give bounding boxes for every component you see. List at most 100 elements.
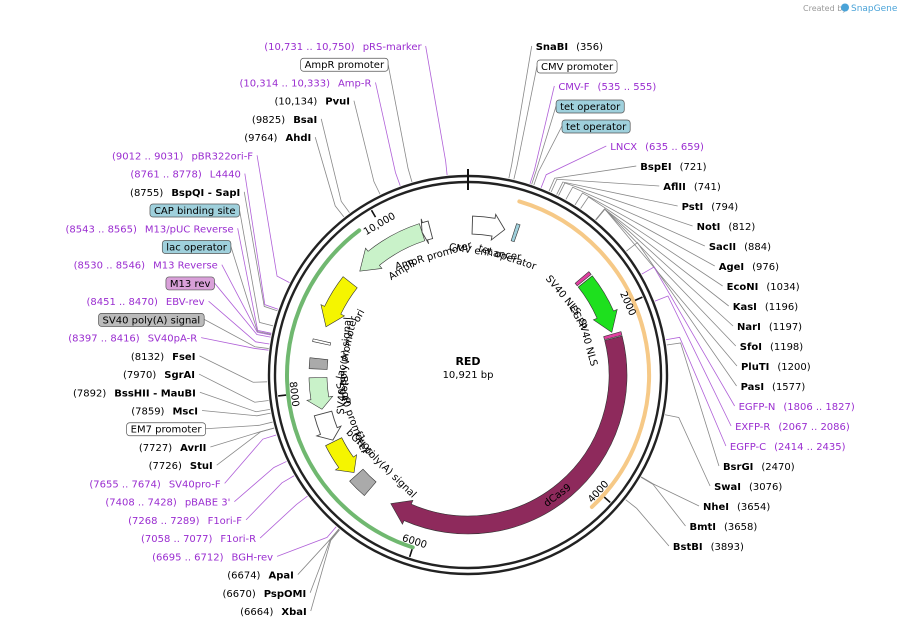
site-name: BstBI xyxy=(673,542,703,553)
site-name: AgeI xyxy=(719,262,744,273)
site-label-sv40pa-r: SV40pA-R(8397 .. 8416) xyxy=(68,334,197,345)
site-label-fsei: FseI (8132) xyxy=(131,352,196,363)
site-name: NheI xyxy=(703,502,729,513)
site-coord: (1197) xyxy=(769,322,802,333)
site-name: pBR322ori-F xyxy=(191,151,253,162)
site-coord: (812) xyxy=(728,222,755,233)
site-name: SwaI xyxy=(714,482,741,493)
site-label-pbr322ori-f: pBR322ori-F(9012 .. 9031) xyxy=(112,151,253,162)
leader-line xyxy=(626,242,737,387)
site-name: SacII xyxy=(709,242,736,253)
site-coord: (7970) xyxy=(123,370,156,381)
site-name: pRS-marker xyxy=(363,42,423,53)
site-label-egfp-n: EGFP-N(1806 .. 1827) xyxy=(739,402,855,413)
site-name: lac operator xyxy=(166,242,227,253)
site-coord: (1577) xyxy=(772,382,805,393)
site-coord: (8132) xyxy=(131,352,164,363)
site-coord: (8543 .. 8565) xyxy=(66,224,138,235)
site-name: BssHII - MauBI xyxy=(114,388,196,399)
feature-cmv-enhancer xyxy=(471,213,506,242)
leader-line xyxy=(580,196,723,287)
site-coord: (2414 .. 2435) xyxy=(774,442,846,453)
site-label-em7-promoter: EM7 promoter xyxy=(126,422,206,437)
label-box xyxy=(149,203,240,218)
site-name: EBV-rev xyxy=(166,297,205,308)
site-name: CAP binding site xyxy=(154,206,236,217)
site-label-bsshii-maubi: BssHII - MauBI(7892) xyxy=(73,388,196,399)
site-label-snabi: SnaBI (356) xyxy=(536,42,603,53)
site-name: MscI xyxy=(172,407,198,418)
feature-ampr xyxy=(359,223,426,272)
leader-line xyxy=(353,100,381,195)
leader-line xyxy=(425,45,448,176)
site-name: ApaI xyxy=(268,571,293,582)
site-label-noti: NotI (812) xyxy=(697,222,756,233)
leader-line xyxy=(224,434,277,484)
site-name: SnaBI xyxy=(536,42,568,53)
leader-line xyxy=(214,282,271,338)
feature-ori xyxy=(320,276,358,328)
label-leaders xyxy=(198,45,738,612)
label-box xyxy=(98,313,205,327)
site-coord: (535 .. 555) xyxy=(598,82,657,93)
site-name: LNCX xyxy=(610,142,637,153)
site-name: CMV promoter xyxy=(541,62,614,73)
site-name: tet operator xyxy=(560,102,621,113)
site-label-nari: NarI (1197) xyxy=(737,322,802,333)
feature-bleor xyxy=(306,377,334,410)
site-name: NotI xyxy=(697,222,721,233)
created-by-text: Created by xyxy=(803,4,847,13)
site-name: EXFP-R xyxy=(735,422,770,433)
site-name: PstI xyxy=(682,202,704,213)
site-label-sfoi: SfoI(1198) xyxy=(740,342,804,353)
orf-arc xyxy=(517,199,651,509)
label-box xyxy=(555,99,625,114)
site-label-psti: PstI(794) xyxy=(682,202,739,213)
site-label-pluti: PluTI(1200) xyxy=(741,362,811,373)
site-coord: (1196) xyxy=(765,302,798,313)
site-name: SV40 poly(A) signal xyxy=(103,315,201,326)
leader-line xyxy=(199,355,268,383)
site-coord: (1198) xyxy=(770,342,803,353)
ruler-label: 8000 xyxy=(287,381,301,408)
site-coord: (3658) xyxy=(724,522,757,533)
site-label-bmti: BmtI(3658) xyxy=(689,522,757,533)
leader-line xyxy=(237,228,272,334)
site-name: FseI xyxy=(172,352,195,363)
site-label-amp-r: Amp-R(10,314 .. 10,333) xyxy=(239,78,371,89)
orf-arc xyxy=(285,228,415,550)
site-coord: (356) xyxy=(576,42,603,53)
site-coord: (3654) xyxy=(737,502,770,513)
site-coord: (8761 .. 8778) xyxy=(130,170,202,181)
site-label-avrii: AvrII(7727) xyxy=(139,443,207,454)
site-label-tet-operator: tet operator xyxy=(561,119,631,134)
site-coord: (8397 .. 8416) xyxy=(68,334,140,345)
site-label-bgh-rev: BGH-rev(6695 .. 6712) xyxy=(152,552,273,563)
site-coord: (741) xyxy=(694,182,721,193)
site-coord: (10,731 .. 10,750) xyxy=(264,42,355,53)
leader-line xyxy=(508,45,533,179)
site-name: AvrII xyxy=(180,443,206,454)
leader-line xyxy=(513,65,538,180)
leader-line xyxy=(199,391,271,413)
site-name: AhdI xyxy=(285,133,311,144)
leader-line xyxy=(239,209,274,327)
label-box xyxy=(300,57,389,72)
leader-line xyxy=(309,529,340,593)
feature-dcas9 xyxy=(390,335,628,535)
leader-line xyxy=(297,528,340,575)
site-label-egfp-c: EGFP-C(2414 .. 2435) xyxy=(730,442,846,453)
leader-line xyxy=(640,476,686,527)
site-name: SgrAI xyxy=(164,370,195,381)
site-name: NarI xyxy=(737,322,761,333)
site-label-tet-operator: tet operator xyxy=(555,99,625,114)
plasmid-length: 10,921 bp xyxy=(443,370,494,381)
leader-line xyxy=(556,181,678,207)
site-coord: (6695 .. 6712) xyxy=(152,552,224,563)
site-coord: (2067 .. 2086) xyxy=(778,422,850,433)
leader-line xyxy=(314,137,345,218)
leader-line xyxy=(574,192,715,267)
